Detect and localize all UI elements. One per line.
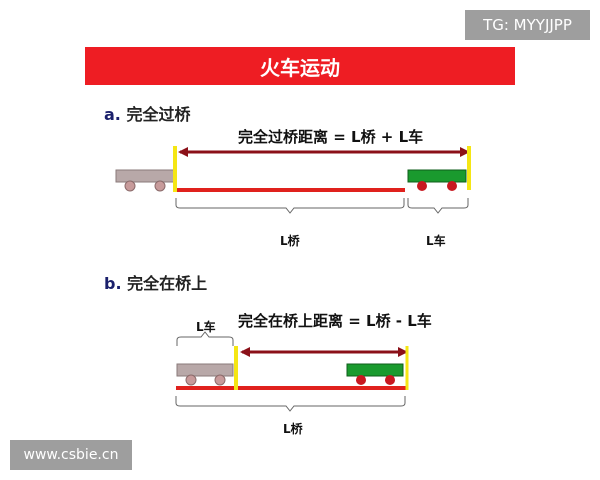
page-title: 火车运动: [85, 47, 515, 85]
watermark-bottom: www.csbie.cn: [10, 440, 132, 470]
section-b-bridge-brace: [175, 396, 406, 412]
watermark-top: TG: MYYJJPP: [465, 10, 590, 40]
section-b-train-brace: [176, 331, 234, 346]
section-a-bridge-brace: [175, 198, 405, 214]
section-b-train-length-label: L车: [196, 320, 216, 334]
section-b-bridge-length-label: L桥: [283, 422, 303, 436]
section-a-letter: a.: [104, 105, 121, 124]
section-a-diagram: [115, 146, 471, 214]
section-b-label: 完全在桥上: [127, 274, 208, 293]
section-a-train-brace: [407, 198, 469, 214]
section-b-diagram: [175, 331, 409, 412]
section-b-heading: b. 完全在桥上: [104, 270, 207, 294]
section-a-formula: 完全过桥距离 = L桥 + L车: [238, 128, 424, 146]
section-a-bridge-length-label: L桥: [280, 234, 300, 248]
section-a-heading: a. 完全过桥: [104, 101, 190, 125]
section-a-train-end: [407, 169, 467, 191]
section-b-train-end: [346, 363, 404, 385]
section-a-train-length-label: L车: [426, 234, 446, 248]
section-b-train-start: [176, 363, 234, 386]
section-a-label: 完全过桥: [126, 105, 191, 124]
section-a-train-start: [115, 169, 175, 192]
section-b-formula: 完全在桥上距离 = L桥 - L车: [238, 312, 432, 330]
section-b-letter: b.: [104, 274, 122, 293]
